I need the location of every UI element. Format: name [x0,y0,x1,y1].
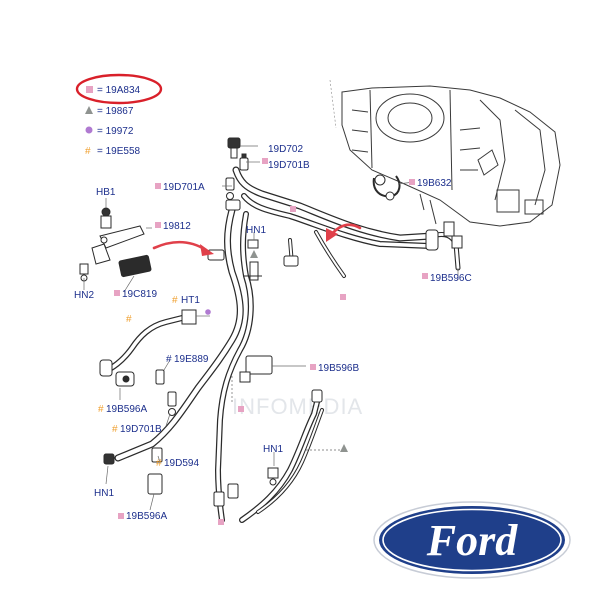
watermark: INFOMEDIA [232,394,363,419]
label-19b632: 19B632 [417,178,452,189]
hardware [79,137,463,507]
label-19e889: 19E889 [174,354,209,365]
label-19d702: 19D702 [268,144,303,155]
legend-square-icon [86,86,93,93]
label-hb1: HB1 [96,187,116,198]
legend-triangle-icon [85,106,93,114]
part-labels: 19D702 19D701B 19D701A 19B632 HB1 19812 … [74,144,472,522]
label-hn1-top: HN1 [246,225,266,236]
label-19d701b-mid: 19D701B [120,424,162,435]
label-19d594: 19D594 [164,458,199,469]
legend-item-19867: = 19867 [97,106,134,117]
ford-logo-text: Ford [426,516,518,565]
svg-text:#: # [98,404,104,415]
label-19d701a: 19D701A [163,182,205,193]
label-hn1-right: HN1 [263,444,283,455]
ford-logo: Ford [373,501,571,579]
label-19b596a-mid: 19B596A [106,404,147,415]
arrow-left-head-icon [200,244,214,256]
callout-markers: # # # # # # [98,158,428,525]
svg-text:#: # [126,314,132,325]
legend-hash-icon: # [85,146,91,157]
label-19b596a-bottom: 19B596A [126,511,167,522]
svg-text:#: # [112,424,118,435]
label-19b596c: 19B596C [430,273,472,284]
leader-lines [83,145,459,511]
legend-item-19e558: = 19E558 [97,146,141,157]
arrow-right-head-icon [326,228,338,242]
svg-text:#: # [156,458,162,469]
legend-circle-icon [85,126,93,134]
label-19c819: 19C819 [122,289,157,300]
refrigerant-lines [101,166,461,523]
label-hn2: HN2 [74,290,94,301]
legend-highlight-ring [75,73,163,105]
label-ht1: HT1 [181,295,200,306]
legend-item-19a834: = 19A834 [97,85,141,96]
svg-text:#: # [166,354,172,365]
legend: = 19A834 = 19867 = 19972 # = 19E558 [75,73,163,157]
label-19812: 19812 [163,221,191,232]
arrow-left [152,240,208,252]
svg-text:#: # [172,295,178,306]
legend-item-19972: = 19972 [97,126,134,137]
evaporator-housing [341,85,561,227]
label-hn1-left: HN1 [94,488,114,499]
label-19d701b-top: 19D701B [268,160,310,171]
label-19b596b: 19B596B [318,363,359,374]
